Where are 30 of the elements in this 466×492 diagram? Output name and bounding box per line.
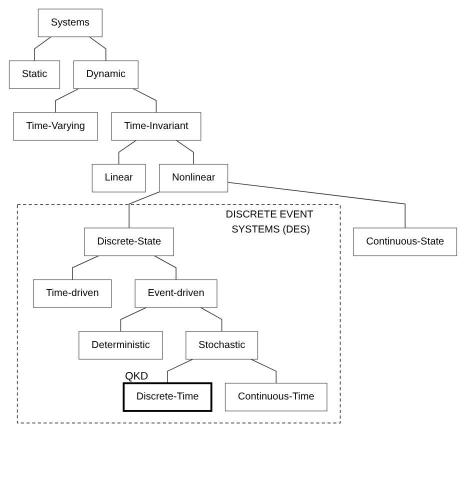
connector — [88, 36, 106, 62]
connector — [250, 358, 276, 384]
node-box: Discrete-State — [84, 228, 174, 256]
connector — [200, 307, 222, 332]
node-box: Deterministic — [78, 331, 163, 360]
node-box: Systems — [38, 8, 102, 38]
connector — [128, 192, 160, 228]
node-box: Continuous-Time — [224, 382, 328, 412]
connector — [55, 88, 80, 113]
node-box: Time-Varying — [13, 112, 98, 141]
node-caption: QKD — [124, 370, 148, 382]
node-box: Nonlinear — [159, 164, 228, 192]
node-box: Continuous-State — [353, 228, 458, 256]
connector — [132, 88, 157, 113]
node-box: Event-driven — [134, 279, 218, 308]
node-box: Time-driven — [33, 279, 112, 308]
node-box: Discrete-Time — [122, 382, 212, 412]
node-box: Time-Invariant — [111, 112, 202, 141]
node-box: Linear — [92, 164, 146, 192]
node-box: Stochastic — [186, 331, 258, 360]
connector — [72, 255, 100, 280]
connector — [120, 307, 147, 332]
node-box: Dynamic — [73, 60, 138, 89]
connector — [227, 182, 406, 228]
connector — [34, 36, 52, 62]
connector — [154, 255, 176, 280]
connector — [176, 140, 194, 165]
connector — [167, 358, 194, 384]
connector — [118, 140, 137, 165]
node-box: Static — [8, 60, 60, 89]
